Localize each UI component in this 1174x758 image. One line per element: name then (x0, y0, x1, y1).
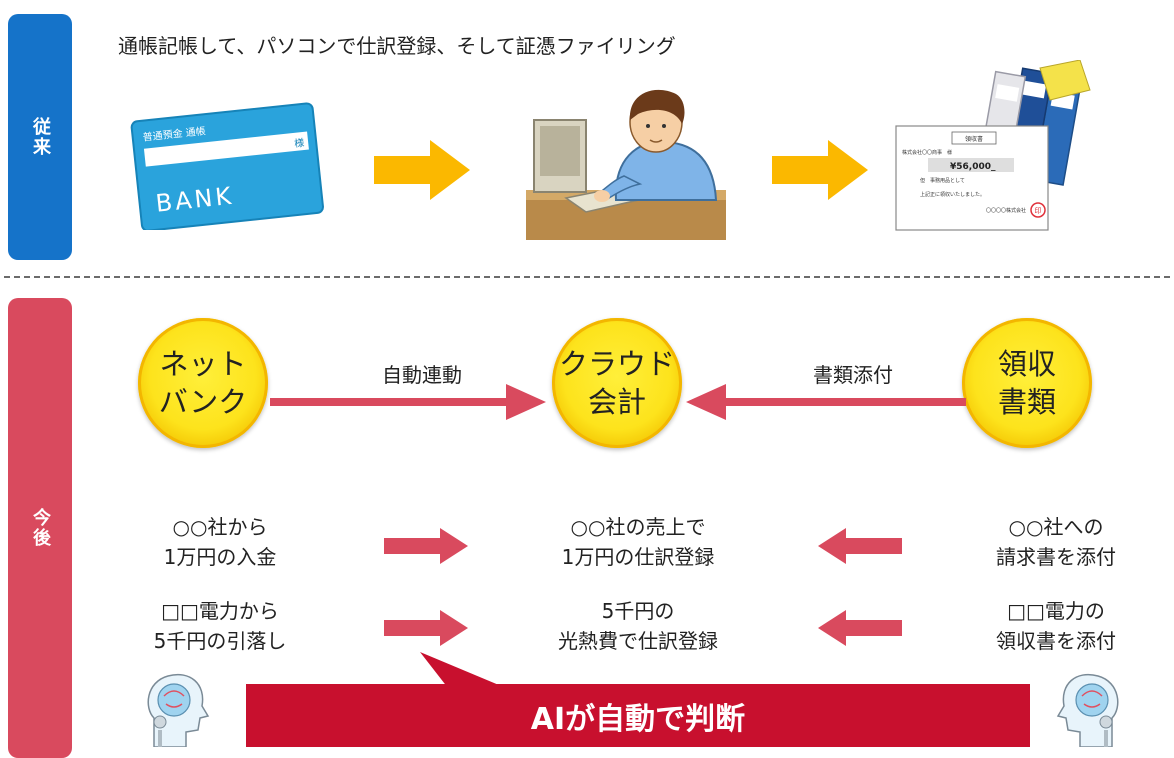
banner-pointer (420, 652, 506, 688)
row1-right-arrow (384, 528, 468, 564)
netbank-line2: バンク (158, 385, 248, 419)
receipts-node: 領収書類 (962, 318, 1092, 448)
row2-right-arrow (384, 610, 468, 646)
row1-left-line1: ○○社から (172, 515, 268, 539)
row2-right-line1: □□電力の (1007, 599, 1105, 623)
receipt-title: 領収書 (965, 135, 983, 143)
receipt-stamp: 印 (1035, 207, 1042, 215)
row1-right-line2: 請求書を添付 (996, 545, 1116, 569)
receipt-note2: 上記正に領収いたしました。 (920, 191, 985, 198)
right-arrow-icon (374, 140, 470, 200)
attach-label: 書類添付 (813, 363, 893, 387)
receipt-binders-illustration: 領収書 株式会社〇〇商事 様 ¥56,000_ 但 事務用品として 上記正に領収… (895, 60, 1091, 231)
row1-right-text: ○○社への請求書を添付 (956, 512, 1156, 572)
section-divider (4, 276, 1170, 278)
receipt-issuer: 〇〇〇〇株式会社 (986, 207, 1026, 214)
row1-left-arrow (818, 528, 902, 564)
row1-mid-line1: ○○社の売上で (570, 515, 706, 539)
row1-mid-line2: 1万円の仕訳登録 (561, 545, 715, 569)
traditional-label: 従来 (8, 14, 72, 260)
row2-left-text: □□電力から 5千円の引落し (120, 596, 320, 656)
receipts-line1: 領収 (997, 347, 1056, 381)
passbook-illustration: 普通預金 通帳 様 BANK (130, 102, 324, 230)
ai-head-icon (147, 673, 210, 747)
row2-left-line1: □□電力から (161, 599, 279, 623)
row2-right-text: □□電力の領収書を添付 (956, 596, 1156, 656)
cloud-accounting-node: クラウド会計 (552, 318, 682, 448)
future-label: 今後 (8, 298, 72, 758)
row2-mid-text: 5千円の光熱費で仕訳登録 (520, 596, 756, 656)
row2-left-line2: 5千円の引落し (153, 629, 287, 653)
receipt-note1: 但 事務用品として (920, 177, 965, 184)
traditional-caption: 通帳記帳して、パソコンで仕訳登録、そして証憑ファイリング (118, 34, 676, 58)
row2-mid-line1: 5千円の (601, 599, 675, 623)
passbook-name-mark: 様 (294, 136, 305, 150)
row1-right-line1: ○○社への (1008, 515, 1104, 539)
person-computer-illustration (526, 89, 726, 240)
right-arrow-icon (772, 140, 868, 200)
auto-link-arrow (270, 384, 546, 420)
cloud-line1: クラウド (558, 347, 675, 381)
receipt-addressee: 株式会社〇〇商事 様 (902, 149, 952, 156)
auto-link-label: 自動連動 (382, 363, 462, 387)
receipt-amount: ¥56,000_ (950, 162, 996, 172)
receipts-line2: 書類 (997, 385, 1056, 419)
row1-left-text: ○○社から 1万円の入金 (120, 512, 320, 572)
row2-right-line2: 領収書を添付 (996, 629, 1116, 653)
row1-mid-text: ○○社の売上で 1万円の仕訳登録 (520, 512, 756, 572)
row2-mid-line2: 光熱費で仕訳登録 (558, 629, 718, 653)
row1-left-line2: 1万円の入金 (163, 545, 277, 569)
ai-banner: AIが自動で判断 (246, 684, 1030, 747)
attach-arrow (686, 384, 966, 420)
row2-left-arrow (818, 610, 902, 646)
netbank-line1: ネット (159, 347, 247, 381)
ai-head-icon (1056, 673, 1119, 747)
netbank-node: ネットバンク (138, 318, 268, 448)
cloud-line2: 会計 (587, 385, 646, 419)
